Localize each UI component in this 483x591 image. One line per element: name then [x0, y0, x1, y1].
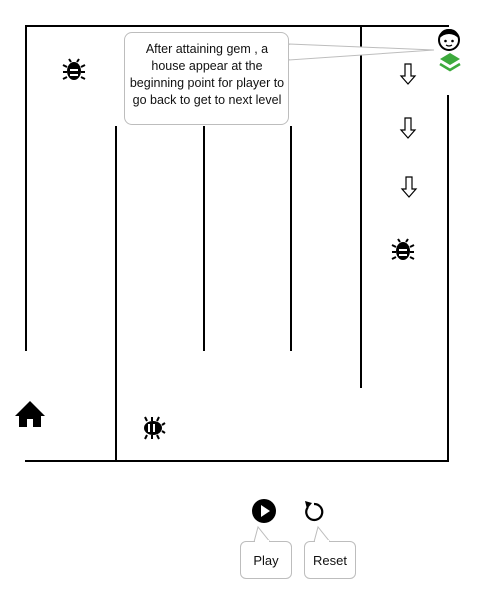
- bug-icon: [391, 238, 415, 260]
- bug-icon: [62, 58, 86, 80]
- house-icon: [15, 401, 45, 427]
- reset-label[interactable]: Reset: [304, 541, 356, 579]
- play-button[interactable]: [252, 499, 276, 523]
- arrow-down-icon: [400, 176, 418, 198]
- arrow-down-icon: [399, 117, 417, 139]
- hint-callout: [124, 32, 289, 125]
- play-label[interactable]: Play: [240, 541, 292, 579]
- reset-button[interactable]: [305, 501, 324, 522]
- hint-callout-text: After attaining gem , a house appear at …: [129, 42, 285, 107]
- arrow-down-icon: [399, 63, 417, 85]
- gem-stack-icon: [439, 53, 461, 72]
- player-face-icon: [438, 29, 460, 51]
- bug-icon: [144, 416, 166, 440]
